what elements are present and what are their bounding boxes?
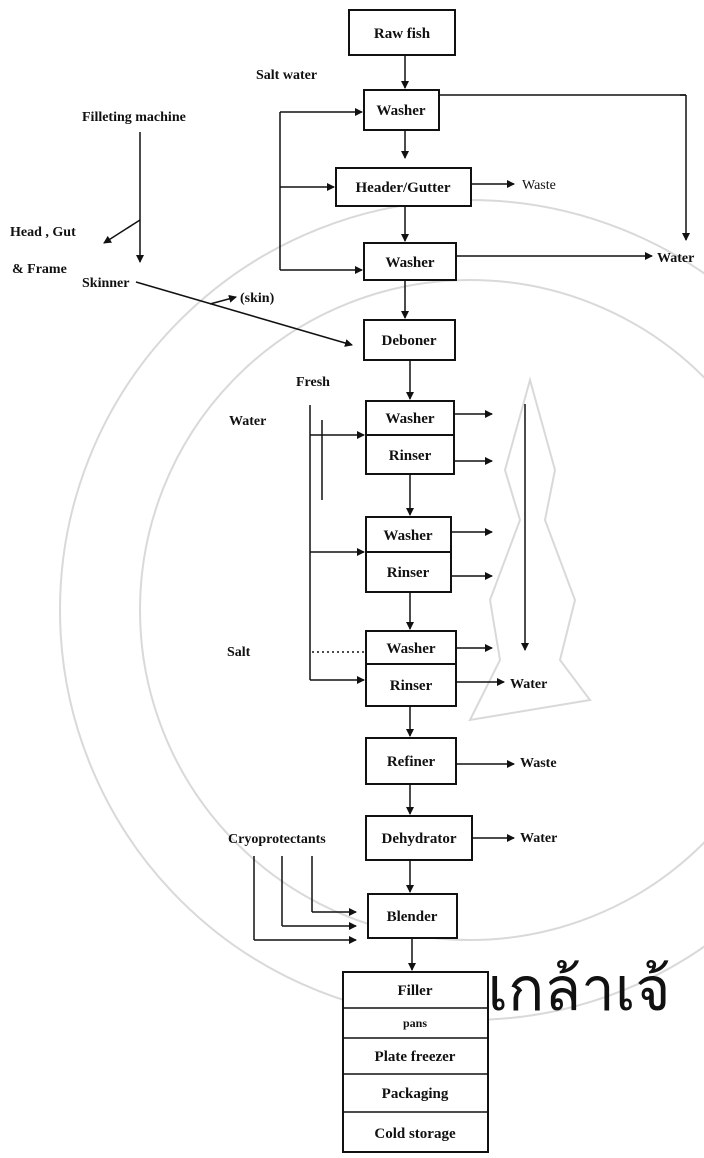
stack-filler: Filler xyxy=(398,983,433,999)
svg-text:Washer: Washer xyxy=(385,255,435,271)
svg-text:Header/Gutter: Header/Gutter xyxy=(356,180,451,196)
label-frame: & Frame xyxy=(12,262,67,277)
step-rinser-1: Rinser xyxy=(365,434,455,475)
step-rinser-3: Rinser xyxy=(365,663,457,707)
label-salt-water: Salt water xyxy=(256,68,317,83)
washer-discharge: Water xyxy=(451,404,547,692)
step-deboner: Deboner xyxy=(363,319,456,361)
svg-text:Deboner: Deboner xyxy=(382,333,437,349)
step-washer-2: Washer xyxy=(363,242,457,281)
label-water-dehydrator: Water xyxy=(520,831,557,846)
waste-header: Waste xyxy=(471,178,556,193)
step-washer-1: Washer xyxy=(363,89,440,131)
step-blender: Blender xyxy=(367,893,458,939)
svg-text:Blender: Blender xyxy=(387,909,438,925)
main-flow-arrows xyxy=(401,55,416,971)
stack-packaging: Packaging xyxy=(382,1086,449,1102)
fresh-water-feed: Fresh Water Salt xyxy=(227,375,365,684)
final-stack: Filler pans Plate freezer Packaging Cold… xyxy=(342,971,489,1153)
svg-text:Washer: Washer xyxy=(383,528,433,544)
water-collection-top: Water xyxy=(439,94,694,266)
label-fresh: Fresh xyxy=(296,375,330,390)
label-skin: (skin) xyxy=(240,291,275,306)
stack-pans: pans xyxy=(403,1016,427,1030)
step-washer-4: Washer xyxy=(365,516,452,553)
label-salt: Salt xyxy=(227,645,251,660)
label-water-top: Water xyxy=(657,251,694,266)
step-raw-fish: Raw fish xyxy=(348,9,456,56)
step-dehydrator: Dehydrator xyxy=(365,815,473,861)
svg-text:Rinser: Rinser xyxy=(389,448,432,464)
svg-text:Washer: Washer xyxy=(386,641,436,657)
label-water-rinser: Water xyxy=(510,677,547,692)
svg-text:Refiner: Refiner xyxy=(387,754,436,770)
label-cryoprotectants: Cryoprotectants xyxy=(228,832,326,847)
svg-text:Rinser: Rinser xyxy=(390,678,433,694)
label-waste-header: Waste xyxy=(522,178,556,193)
step-rinser-2: Rinser xyxy=(365,551,452,593)
stack-cold-storage: Cold storage xyxy=(374,1126,456,1142)
salt-water-feed: Salt water xyxy=(256,68,363,274)
cryoprotectants-feed: Cryoprotectants xyxy=(228,832,357,944)
step-refiner: Refiner xyxy=(365,737,457,785)
filleting-branch: Filleting machine Head , Gut & Frame Ski… xyxy=(10,110,353,347)
step-washer-3: Washer xyxy=(365,400,455,436)
svg-text:Dehydrator: Dehydrator xyxy=(382,831,457,847)
step-washer-5: Washer xyxy=(365,630,457,665)
label-water-in: Water xyxy=(229,414,266,429)
svg-text:Washer: Washer xyxy=(385,411,435,427)
label-head-gut: Head , Gut xyxy=(10,225,76,240)
label-filleting-machine: Filleting machine xyxy=(82,110,186,125)
label-waste-refiner: Waste xyxy=(520,756,557,771)
label-skinner: Skinner xyxy=(82,276,129,291)
svg-text:Rinser: Rinser xyxy=(387,565,430,581)
step-header-gutter: Header/Gutter xyxy=(335,167,472,207)
stack-plate-freezer: Plate freezer xyxy=(375,1049,456,1065)
svg-text:Raw fish: Raw fish xyxy=(374,26,431,42)
water-dehydrator: Water xyxy=(472,831,557,846)
waste-refiner: Waste xyxy=(456,756,557,771)
svg-text:Washer: Washer xyxy=(376,103,426,119)
